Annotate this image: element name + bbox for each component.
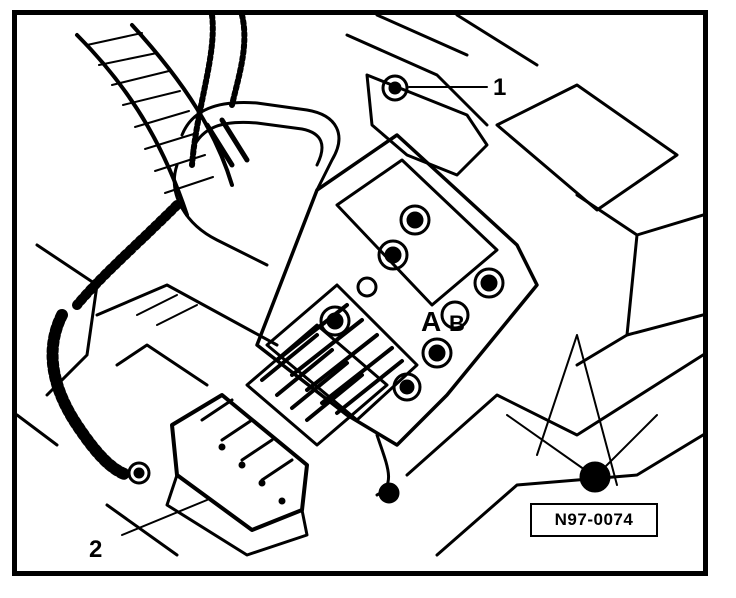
relay-block — [245, 73, 539, 497]
callout-b: B — [449, 311, 465, 336]
callout-a: A — [421, 306, 441, 337]
fuse-studs — [127, 74, 505, 504]
connector-plug — [165, 393, 309, 557]
pipe-bracket — [172, 100, 341, 267]
leader-line-2 — [121, 499, 208, 536]
diagram-frame: 1 2 A B — [12, 10, 708, 576]
callout-1: 1 — [493, 74, 506, 101]
callout-2: 2 — [89, 536, 102, 563]
corrugated-hose-upper — [75, 23, 234, 217]
right-housing — [345, 15, 703, 557]
figure-code-text: N97-0074 — [554, 510, 634, 529]
technical-drawing: 1 2 A B — [17, 15, 703, 563]
left-structure — [17, 243, 279, 557]
wiring-harness — [46, 15, 248, 481]
figure-code-box: N97-0074 — [530, 503, 658, 537]
